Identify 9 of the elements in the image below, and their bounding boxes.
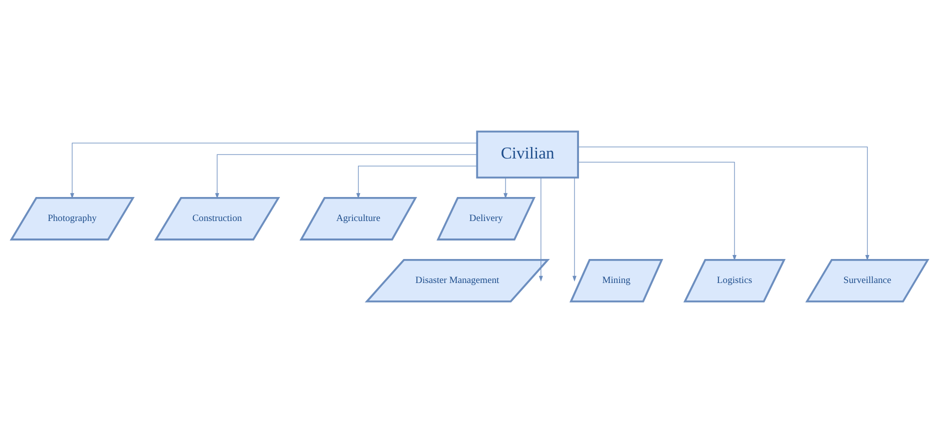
arrow [538,177,543,282]
arrow [70,142,478,199]
arrow [578,162,737,261]
node-box: Civilian [476,130,579,178]
arrow [215,154,478,199]
arrow [356,166,478,199]
arrow [578,146,870,261]
arrow [504,177,508,199]
arrow [572,177,577,282]
